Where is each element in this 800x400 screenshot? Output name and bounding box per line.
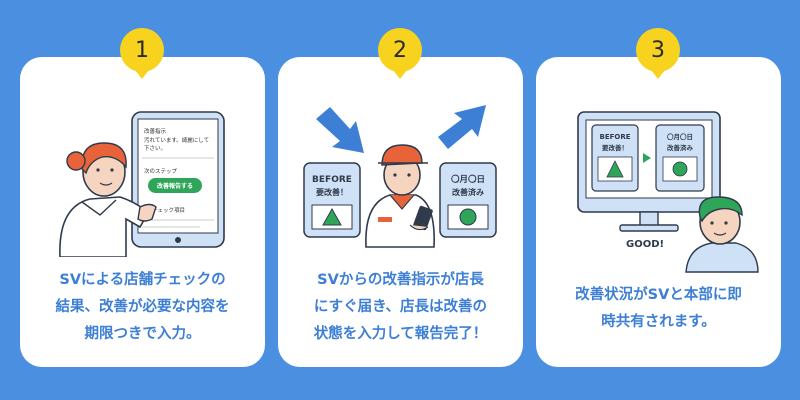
after-date-label: 〇月〇日: [451, 174, 485, 185]
step-number-1: 1: [135, 37, 149, 63]
step-card-3: BEFORE 要改善！ 〇月〇日 改善済み GOOD! 改善状況がSVと本部に即…: [536, 57, 781, 367]
step2-line-1: SVからの改善指示が店長: [317, 272, 484, 288]
tablet-next-step: 次のステップ: [144, 167, 178, 175]
tablet-report-button[interactable]: [148, 178, 202, 193]
play-arrow-icon: [643, 153, 651, 163]
tablet-report-button-label: 改善報告する: [157, 182, 193, 190]
step2-line-3: 状態を入力して報告完了！: [313, 326, 488, 342]
before-sub-label: 要改善！: [316, 187, 348, 197]
monitor-before-sub: 要改善！: [602, 143, 628, 152]
step1-line-3: 期限つきで入力。: [84, 326, 201, 342]
step3-description: 改善状況がSVと本部に即 時共有されます。: [536, 282, 781, 336]
monitor-circle-icon: [672, 161, 688, 177]
tablet-instruction-line: 汚れています。綺麗にして: [144, 136, 209, 144]
step3-illustration: BEFORE 要改善！ 〇月〇日 改善済み GOOD!: [577, 111, 759, 273]
step-card-1: 改善指示 汚れています。綺麗にして 下さい。 次のステップ 改善報告する チェッ…: [20, 57, 265, 367]
step2-description: SVからの改善指示が店長 にすぐ届き、店長は改善の 状態を入力して報告完了！: [278, 267, 523, 348]
monitor-triangle-icon: [606, 160, 624, 178]
triangle-icon: [322, 207, 342, 226]
circle-icon: [459, 208, 477, 226]
tablet-instruction-title: 改善指示: [144, 127, 167, 135]
tablet-check-item: チェック項目: [152, 207, 185, 214]
step1-line-2: 結果、改善が必要な内容を: [55, 299, 230, 315]
headquarters-staff-figure: [685, 196, 759, 273]
step-card-2: BEFORE 要改善！ 〇月〇日 改善済み SVからの改善指示が店長 にすぐ届き…: [278, 57, 523, 367]
step-number-3: 3: [651, 37, 665, 63]
monitor-before-label: BEFORE: [599, 133, 630, 141]
store-manager-figure: [365, 144, 435, 248]
monitor-after-date: 〇月〇日: [667, 132, 693, 141]
step1-description: SVによる店舗チェックの 結果、改善が必要な内容を 期限つきで入力。: [20, 267, 265, 348]
arrow-down-right-icon: [316, 107, 364, 153]
arrow-up-right-icon: [438, 105, 486, 149]
step-badge-2: 2: [378, 28, 422, 72]
good-label: GOOD!: [626, 239, 664, 250]
before-label: BEFORE: [312, 175, 352, 185]
step2-line-2: にすぐ届き、店長は改善の: [313, 299, 488, 315]
monitor-after-sub: 改善済み: [667, 143, 694, 152]
woman-figure: [59, 142, 157, 257]
after-sub-label: 改善済み: [452, 187, 484, 197]
step1-line-1: SVによる店舗チェックの: [59, 272, 226, 288]
step2-illustration: BEFORE 要改善！ 〇月〇日 改善済み: [303, 105, 497, 248]
step3-line-1: 改善状況がSVと本部に即: [575, 287, 742, 303]
tablet-instruction-line2: 下さい。: [144, 145, 166, 152]
step-badge-3: 3: [636, 28, 680, 72]
step3-line-2: 時共有されます。: [601, 314, 716, 330]
smartphone-icon: [413, 205, 433, 231]
step1-illustration: 改善指示 汚れています。綺麗にして 下さい。 次のステップ 改善報告する チェッ…: [59, 111, 225, 257]
step-badge-1: 1: [120, 28, 164, 72]
step-number-2: 2: [393, 37, 407, 63]
